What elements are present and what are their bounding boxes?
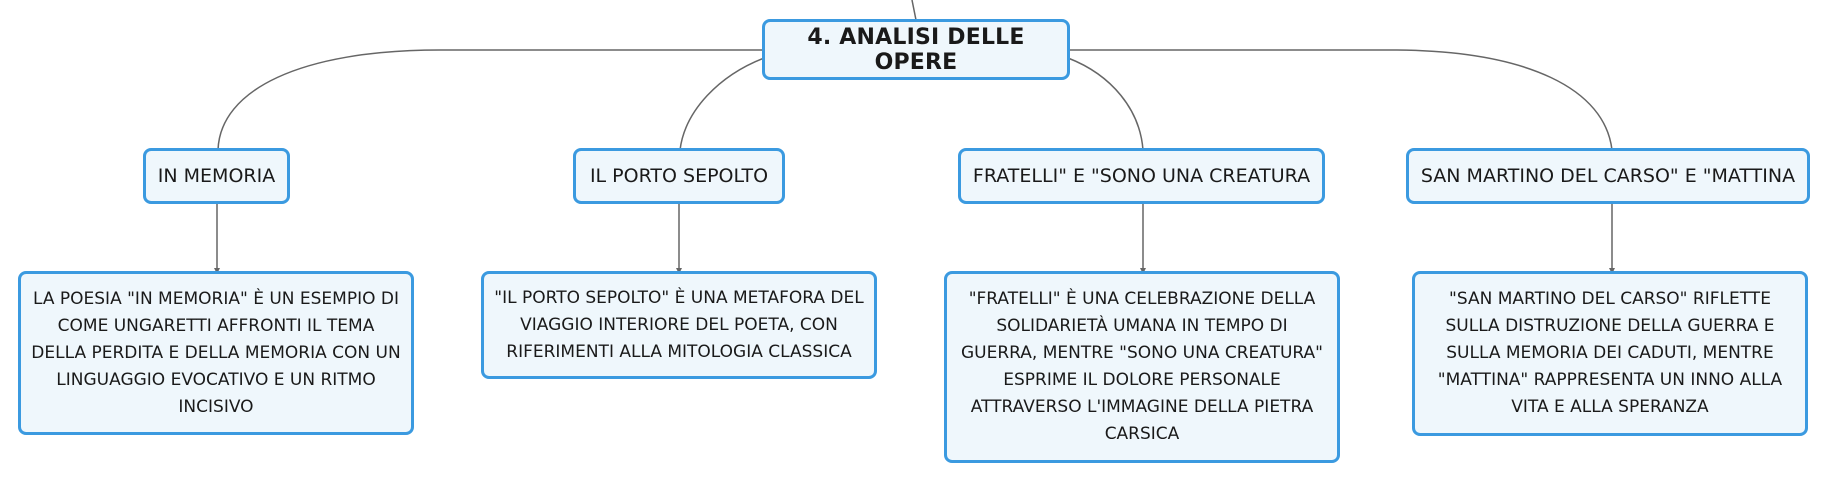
topic-node-label: IN MEMORIA bbox=[157, 165, 276, 187]
detail-node-text: "IL PORTO SEPOLTO" È UNA METAFORA DEL VI… bbox=[494, 287, 864, 362]
connector-root-to-porto-sepolto bbox=[679, 57, 765, 151]
detail-node-text: LA POESIA "IN MEMORIA" È UN ESEMPIO DI C… bbox=[31, 288, 401, 417]
topic-node-in-memoria[interactable]: IN MEMORIA bbox=[143, 148, 290, 204]
detail-node-text: "SAN MARTINO DEL CARSO" RIFLETTE SULLA D… bbox=[1437, 289, 1783, 417]
detail-node-in-memoria[interactable]: LA POESIA "IN MEMORIA" È UN ESEMPIO DI C… bbox=[18, 271, 414, 435]
connector-parent-to-root bbox=[911, 0, 917, 21]
topic-node-fratelli-sono-una-creatura[interactable]: FRATELLI" E "SONO UNA CREATURA bbox=[958, 148, 1325, 204]
detail-node-text: "FRATELLI" È UNA CELEBRAZIONE DELLA SOLI… bbox=[960, 289, 1323, 444]
detail-node-san-martino-mattina[interactable]: "SAN MARTINO DEL CARSO" RIFLETTE SULLA D… bbox=[1412, 271, 1808, 436]
connector-root-to-san-martino bbox=[1068, 49, 1613, 151]
root-node[interactable]: 4. ANALISI DELLE OPERE bbox=[762, 19, 1070, 80]
topic-node-label: FRATELLI" E "SONO UNA CREATURA bbox=[972, 165, 1311, 187]
detail-node-fratelli-sono-una-creatura[interactable]: "FRATELLI" È UNA CELEBRAZIONE DELLA SOLI… bbox=[944, 271, 1340, 463]
detail-node-il-porto-sepolto[interactable]: "IL PORTO SEPOLTO" È UNA METAFORA DEL VI… bbox=[481, 271, 877, 379]
topic-node-san-martino-mattina[interactable]: SAN MARTINO DEL CARSO" E "MATTINA bbox=[1406, 148, 1810, 204]
topic-node-il-porto-sepolto[interactable]: IL PORTO SEPOLTO bbox=[573, 148, 785, 204]
topic-node-label: SAN MARTINO DEL CARSO" E "MATTINA bbox=[1420, 165, 1796, 187]
topic-node-label: IL PORTO SEPOLTO bbox=[589, 165, 769, 187]
connector-root-to-fratelli bbox=[1067, 57, 1144, 151]
root-node-label: 4. ANALISI DELLE OPERE bbox=[807, 24, 1025, 75]
connector-root-to-in-memoria bbox=[217, 49, 764, 151]
